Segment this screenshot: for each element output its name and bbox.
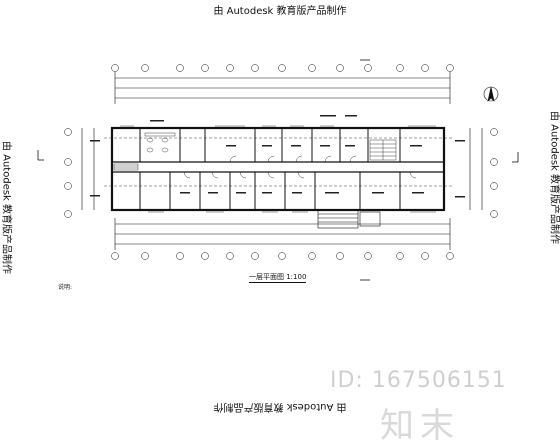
stair-right xyxy=(370,140,396,160)
floor-plan-drawing xyxy=(0,0,560,420)
axis-bubbles-bottom xyxy=(112,253,454,260)
plan-title: 一层平面图 1:100 xyxy=(249,272,306,283)
stamp-bottom: 由 Autodesk 教育版产品制作 xyxy=(0,401,560,416)
stamp-right: 由 Autodesk 教育版产品制作 xyxy=(549,108,560,248)
stamp-top: 由 Autodesk 教育版产品制作 xyxy=(0,2,560,17)
north-arrow-icon xyxy=(484,87,498,101)
stamp-left: 由 Autodesk 教育版产品制作 xyxy=(1,138,16,278)
bottom-dimension-lines xyxy=(115,218,450,250)
axis-bubbles-top xyxy=(112,65,454,72)
plan-note: 说明: xyxy=(58,282,72,291)
entrance-porch xyxy=(318,210,380,228)
watermark-logo: 知末 xyxy=(380,398,460,447)
toilet-fixtures xyxy=(145,133,175,152)
stair-left xyxy=(114,164,138,170)
bottom-room-partitions xyxy=(140,172,400,210)
building-outline xyxy=(112,128,444,210)
watermark-id: ID: 167506151 xyxy=(330,368,507,393)
top-dimension-lines xyxy=(115,72,450,104)
